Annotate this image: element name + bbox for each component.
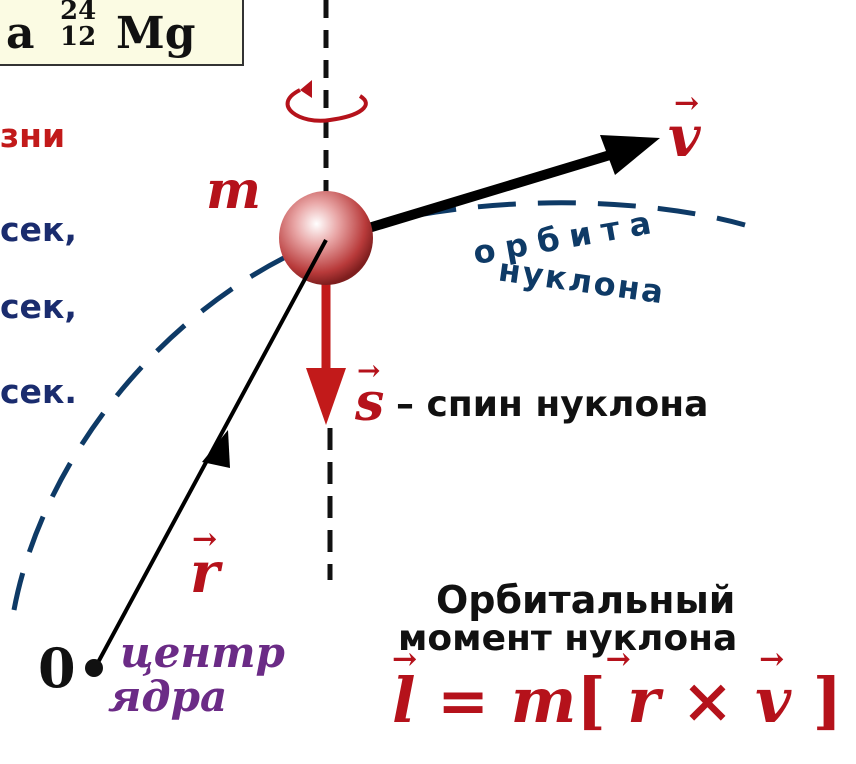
left-text-line1: зни (0, 116, 66, 155)
spin-arrowhead (306, 368, 346, 425)
atomic-number: 12 (60, 22, 97, 52)
center-label-line1: центр (120, 628, 285, 677)
left-text-line3: сек, (0, 287, 77, 326)
isotope-box: а 24 12 Mg (0, 0, 244, 66)
left-text-line2: сек, (0, 210, 77, 249)
nucleon-ball (279, 191, 373, 285)
radius-midarrow (202, 430, 230, 468)
orbital-title-line2: момент нуклона (398, 618, 738, 659)
orbit-arc (11, 200, 746, 611)
orbital-formula: → l = m[ → r × → v ] (392, 642, 843, 737)
radius-label: → r (190, 522, 220, 606)
isotope-numbers: 24 12 (60, 0, 96, 50)
spin-symbol: → s (355, 354, 385, 433)
velocity-arrowhead (600, 135, 660, 175)
center-label-line2: ядра (108, 672, 228, 721)
isotope-prefix: а (6, 8, 35, 59)
origin-dot (85, 659, 103, 677)
velocity-label: → v (668, 86, 701, 170)
origin-label: 0 (38, 636, 76, 700)
left-text-line4: сек. (0, 372, 77, 411)
rotation-arrow (285, 88, 368, 123)
spin-label: – спин нуклона (396, 384, 709, 425)
element-symbol: Mg (116, 8, 196, 59)
mass-label: m (206, 160, 262, 221)
orbital-title-line1: Орбитальный (436, 578, 736, 622)
mass-number: 24 (60, 0, 97, 26)
velocity-arrow (360, 150, 612, 235)
